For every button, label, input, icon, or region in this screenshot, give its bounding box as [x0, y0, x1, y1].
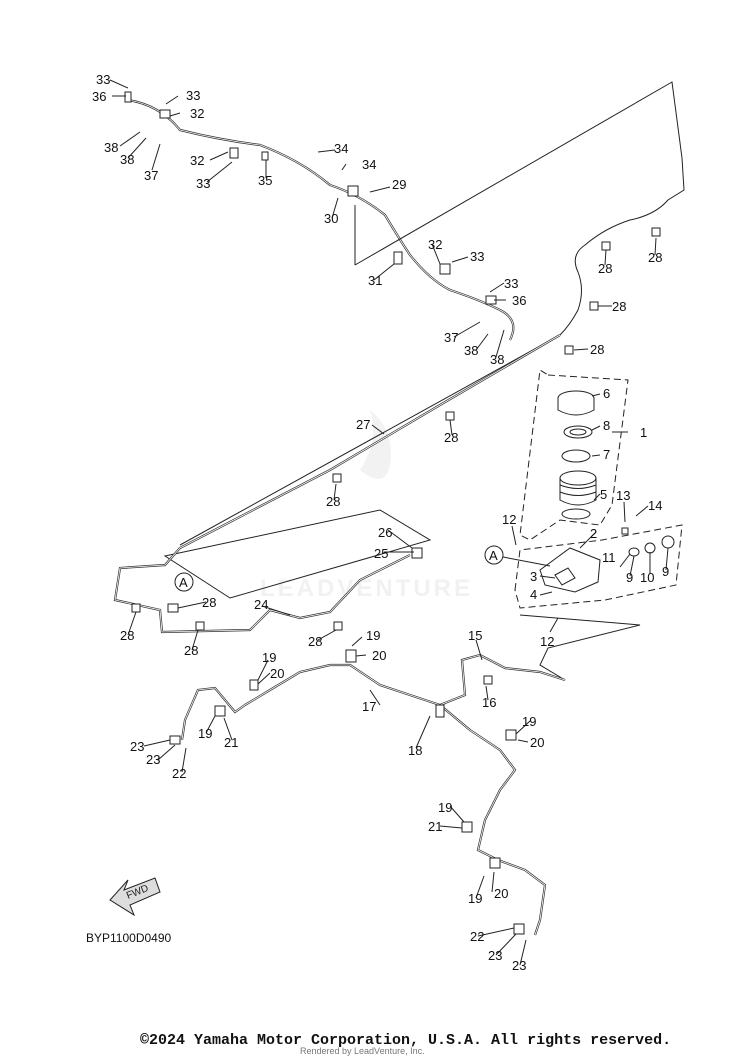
- copyright-notice: ©2024 Yamaha Motor Corporation, U.S.A. A…: [140, 1032, 672, 1049]
- callout-3: 3: [530, 569, 537, 584]
- diagram-code: BYP1100D0490: [86, 931, 172, 945]
- callout-33b: 33: [186, 88, 200, 103]
- master-cylinder: [539, 547, 601, 593]
- callout-15: 15: [468, 628, 482, 643]
- callout-28e: 28: [444, 430, 458, 445]
- callout-20a: 20: [270, 666, 284, 681]
- callout-28f: 28: [326, 494, 340, 509]
- reservoir-plate: [561, 449, 591, 463]
- reference-marker-a-right: A: [484, 545, 551, 567]
- callout-31: 31: [368, 273, 382, 288]
- callout-12a: 12: [502, 512, 516, 527]
- callout-23d: 23: [512, 958, 526, 973]
- leader-lines: [109, 79, 669, 966]
- callout-23c: 23: [488, 948, 502, 963]
- callout-28c: 28: [612, 299, 626, 314]
- callout-21a: 21: [224, 735, 238, 750]
- callout-19a: 19: [262, 650, 276, 665]
- watermark-text: LEADVENTURE: [260, 575, 473, 602]
- callout-19d: 19: [198, 726, 212, 741]
- bracket-group-box: [163, 509, 432, 599]
- reservoir-cap: [557, 390, 595, 416]
- svg-text:A: A: [489, 548, 498, 563]
- reservoir-band: [561, 508, 591, 520]
- callout-28j: 28: [308, 634, 322, 649]
- callout-18: 18: [408, 743, 422, 758]
- callout-32a: 32: [190, 106, 204, 121]
- callout-labels: 1 2 3 4 5 6 7 8 9 10 9 11 12 12 13 14 15…: [92, 72, 669, 973]
- reference-marker-a-left: A: [174, 572, 194, 592]
- callout-28g: 28: [202, 595, 216, 610]
- callout-38a: 38: [104, 140, 118, 155]
- master-cylinder-group-outline: [514, 524, 683, 609]
- callout-1: 1: [640, 425, 647, 440]
- callout-17: 17: [362, 699, 376, 714]
- watermark-logo: LEADVENTURE: [260, 410, 473, 602]
- callout-28h: 28: [120, 628, 134, 643]
- callout-33c: 33: [196, 176, 210, 191]
- callout-14: 14: [648, 498, 662, 513]
- callout-28i: 28: [184, 643, 198, 658]
- callout-26: 26: [378, 525, 392, 540]
- callout-34a: 34: [334, 141, 348, 156]
- callout-32c: 32: [428, 237, 442, 252]
- rendered-by-note: Rendered by LeadVenture, Inc.: [300, 1046, 425, 1056]
- callout-5: 5: [600, 487, 607, 502]
- callout-38c: 38: [464, 343, 478, 358]
- callout-34b: 34: [362, 157, 376, 172]
- callout-36a: 36: [92, 89, 106, 104]
- callout-4: 4: [530, 587, 537, 602]
- callout-19e: 19: [438, 800, 452, 815]
- callout-10: 10: [640, 570, 654, 585]
- callout-28b: 28: [648, 250, 662, 265]
- callout-24: 24: [254, 597, 268, 612]
- callout-28d: 28: [590, 342, 604, 357]
- callout-30: 30: [324, 211, 338, 226]
- callout-33e: 33: [504, 276, 518, 291]
- callout-21b: 21: [428, 819, 442, 834]
- forward-arrow-icon: FWD: [109, 877, 161, 917]
- callout-7: 7: [603, 447, 610, 462]
- callout-12b: 12: [540, 634, 554, 649]
- clamp-parts: [621, 527, 675, 557]
- brake-pipes: [113, 81, 685, 936]
- reservoir-tank: [559, 470, 597, 506]
- callout-19f: 19: [468, 891, 482, 906]
- callout-9b: 9: [662, 564, 669, 579]
- callout-11: 11: [602, 550, 616, 565]
- callout-35: 35: [258, 173, 272, 188]
- callout-27: 27: [356, 417, 370, 432]
- callout-6: 6: [603, 386, 610, 401]
- callout-28a: 28: [598, 261, 612, 276]
- pipe-clamps: [124, 91, 661, 935]
- callout-2: 2: [590, 526, 597, 541]
- callout-8: 8: [603, 418, 610, 433]
- callout-19c: 19: [522, 714, 536, 729]
- callout-9a: 9: [626, 570, 633, 585]
- callout-38d: 38: [490, 352, 504, 367]
- callout-13: 13: [616, 488, 630, 503]
- callout-20b: 20: [372, 648, 386, 663]
- callout-23b: 23: [146, 752, 160, 767]
- reservoir-group-outline: [519, 369, 629, 541]
- svg-text:A: A: [179, 575, 188, 590]
- callout-20d: 20: [494, 886, 508, 901]
- callout-36b: 36: [512, 293, 526, 308]
- callout-22b: 22: [470, 929, 484, 944]
- callout-19b: 19: [366, 628, 380, 643]
- callout-23a: 23: [130, 739, 144, 754]
- callout-38b: 38: [120, 152, 134, 167]
- callout-22a: 22: [172, 766, 186, 781]
- callout-33d: 33: [470, 249, 484, 264]
- callout-25: 25: [374, 546, 388, 561]
- callout-20c: 20: [530, 735, 544, 750]
- callout-37a: 37: [144, 168, 158, 183]
- reservoir-diaphragm: [563, 425, 593, 439]
- callout-33a: 33: [96, 72, 110, 87]
- callout-32b: 32: [190, 153, 204, 168]
- callout-37b: 37: [444, 330, 458, 345]
- callout-16: 16: [482, 695, 496, 710]
- callout-29: 29: [392, 177, 406, 192]
